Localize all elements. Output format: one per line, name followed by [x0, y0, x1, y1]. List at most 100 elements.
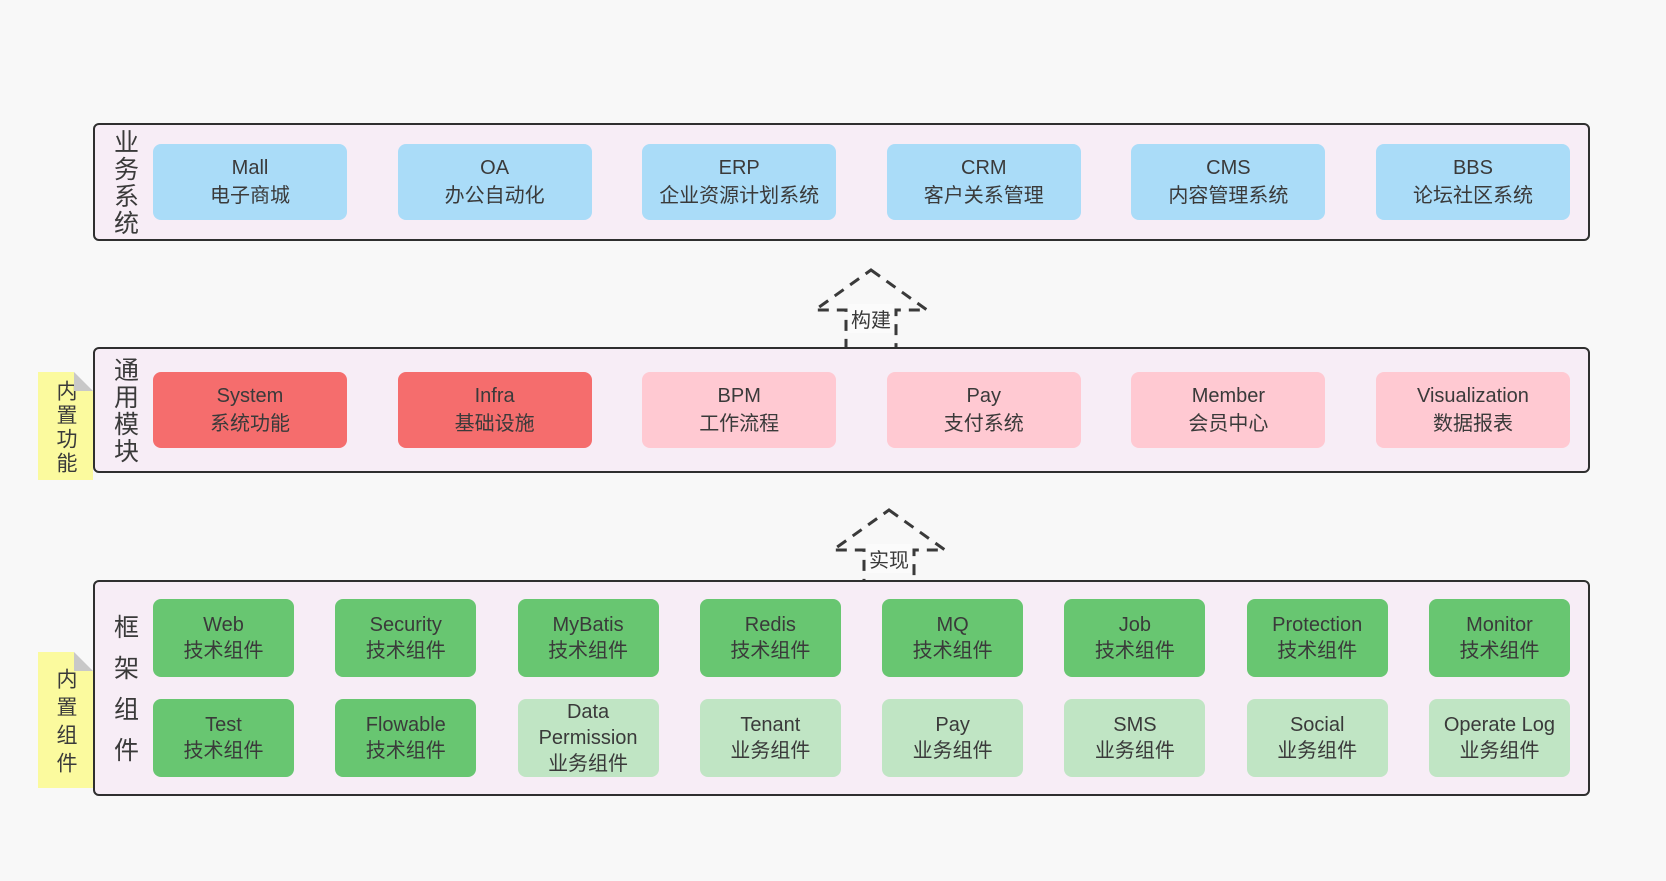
box-title: CMS [1206, 157, 1251, 179]
box-data-permission: Data Permission 业务组件 [517, 699, 659, 777]
box-subtitle: 内容管理系统 [1168, 185, 1289, 207]
box-oa: OA 办公自动化 [397, 144, 592, 220]
box-subtitle: 技术组件 [183, 740, 264, 762]
box-redis: Redis 技术组件 [699, 599, 841, 677]
box-subtitle: 系统功能 [210, 413, 290, 435]
box-bbs: BBS 论坛社区系统 [1375, 144, 1570, 220]
box-job: Job 技术组件 [1064, 599, 1206, 677]
box-title: Member [1191, 385, 1266, 407]
box-title: Pay [935, 714, 970, 736]
box-title: Pay [966, 385, 1002, 407]
box-mall: Mall 电子商城 [153, 144, 347, 220]
panel-framework-components: 框架组件 Web 技术组件 Security 技术组件 MyBatis 技术组件… [93, 580, 1590, 796]
up-arrow-implement: 实现 [830, 508, 948, 592]
box-protection: Protection 技术组件 [1246, 599, 1388, 677]
box-title: Visualization [1417, 385, 1529, 407]
box-title: BBS [1452, 157, 1493, 179]
box-subtitle: 技术组件 [548, 640, 629, 662]
box-subtitle: 技术组件 [365, 740, 446, 762]
box-title: Redis [744, 614, 796, 636]
sticky-label: 内置功能 [54, 379, 77, 476]
box-title: System [216, 385, 284, 407]
up-arrow-build: 构建 [812, 268, 930, 352]
box-title: BPM [717, 385, 761, 407]
framework-row-2: Test 技术组件 Flowable 技术组件 Data Permission … [153, 699, 1570, 777]
panel-label-column: 框架组件 [95, 582, 153, 794]
box-subtitle: 技术组件 [1277, 640, 1358, 662]
panel-common-modules: 通用模块 System 系统功能 Infra 基础设施 BPM 工作流程 Pay… [93, 347, 1590, 473]
box-subtitle: 业务组件 [730, 740, 811, 762]
box-subtitle: 技术组件 [730, 640, 811, 662]
box-bpm: BPM 工作流程 [642, 372, 837, 448]
box-subtitle: 技术组件 [365, 640, 446, 662]
box-title: Flowable [365, 714, 446, 736]
box-subtitle: 业务组件 [548, 753, 629, 775]
sticky-built-in-functions: 内置功能 [38, 372, 93, 480]
box-subtitle: 支付系统 [943, 413, 1024, 435]
box-tenant: Tenant 业务组件 [699, 699, 841, 777]
box-subtitle: 业务组件 [912, 740, 993, 762]
box-subtitle: 技术组件 [1094, 640, 1175, 662]
panel-business-label: 业务系统 [110, 129, 139, 237]
box-subtitle: 电子商城 [210, 185, 290, 207]
box-operate-log: Operate Log 业务组件 [1428, 699, 1570, 777]
box-subtitle: 客户关系管理 [923, 185, 1044, 207]
box-subtitle: 技术组件 [912, 640, 993, 662]
box-subtitle: 业务组件 [1094, 740, 1175, 762]
arrow-build-label: 构建 [848, 304, 894, 333]
framework-rows: Web 技术组件 Security 技术组件 MyBatis 技术组件 Redi… [153, 582, 1588, 794]
box-monitor: Monitor 技术组件 [1428, 599, 1570, 677]
box-mq: MQ 技术组件 [882, 599, 1024, 677]
arrow-implement-label: 实现 [866, 544, 912, 573]
box-title: MyBatis [552, 614, 624, 636]
box-erp: ERP 企业资源计划系统 [642, 144, 837, 220]
box-subtitle: 企业资源计划系统 [659, 185, 820, 207]
box-title: CRM [961, 157, 1007, 179]
box-pay-business: Pay 业务组件 [882, 699, 1024, 777]
panel-framework-label: 框架组件 [110, 614, 139, 778]
box-title: Test [205, 714, 242, 736]
box-title: Operate Log [1443, 714, 1556, 736]
sticky-label: 内置组件 [54, 667, 77, 780]
box-title: Protection [1272, 614, 1363, 636]
box-title: MQ [936, 614, 969, 636]
box-subtitle: 业务组件 [1277, 740, 1358, 762]
panel-business-systems: 业务系统 Mall 电子商城 OA 办公自动化 ERP 企业资源计划系统 CRM… [93, 123, 1590, 241]
sticky-built-in-components: 内置组件 [38, 652, 93, 788]
box-title: Data Permission [538, 701, 638, 749]
module-boxes: System 系统功能 Infra 基础设施 BPM 工作流程 Pay 支付系统… [153, 349, 1588, 471]
box-flowable: Flowable 技术组件 [335, 699, 477, 777]
box-title: Monitor [1466, 614, 1533, 636]
box-title: Social [1289, 714, 1345, 736]
business-boxes: Mall 电子商城 OA 办公自动化 ERP 企业资源计划系统 CRM 客户关系… [153, 125, 1588, 239]
box-title: Web [203, 614, 244, 636]
box-title: Security [369, 614, 442, 636]
panel-label-column: 通用模块 [95, 349, 153, 471]
box-infra: Infra 基础设施 [397, 372, 592, 448]
box-subtitle: 工作流程 [699, 413, 780, 435]
box-subtitle: 数据报表 [1432, 413, 1513, 435]
box-title: Tenant [740, 714, 801, 736]
sticky-fold-corner [74, 652, 93, 671]
box-member: Member 会员中心 [1131, 372, 1326, 448]
box-subtitle: 基础设施 [454, 413, 535, 435]
up-arrow-icon [812, 268, 930, 352]
framework-row-1: Web 技术组件 Security 技术组件 MyBatis 技术组件 Redi… [153, 599, 1570, 677]
box-title: Mall [231, 157, 269, 179]
panel-modules-label: 通用模块 [110, 357, 139, 465]
sticky-fold-corner [74, 372, 93, 391]
panel-label-column: 业务系统 [95, 125, 153, 239]
box-test: Test 技术组件 [153, 699, 294, 777]
box-pay: Pay 支付系统 [886, 372, 1081, 448]
box-title: ERP [718, 157, 760, 179]
box-cms: CMS 内容管理系统 [1131, 144, 1326, 220]
box-title: SMS [1113, 714, 1157, 736]
box-title: Job [1118, 614, 1152, 636]
up-arrow-icon [830, 508, 948, 592]
box-system: System 系统功能 [153, 372, 347, 448]
box-title: Infra [474, 385, 515, 407]
box-title: OA [480, 157, 510, 179]
box-web: Web 技术组件 [153, 599, 294, 677]
box-security: Security 技术组件 [335, 599, 477, 677]
